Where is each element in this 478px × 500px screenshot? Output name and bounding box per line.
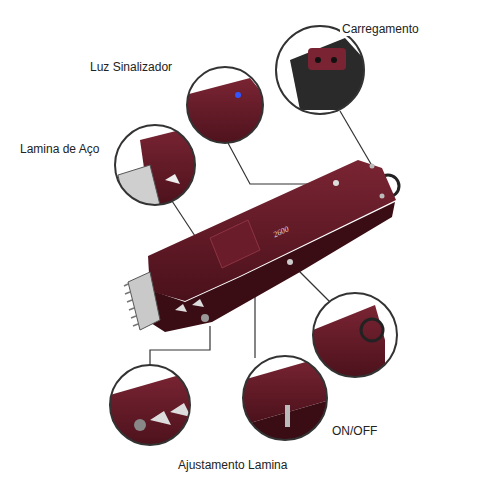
steel-blade (128, 272, 160, 330)
indicator-light (333, 180, 339, 186)
inset-circle (276, 26, 364, 114)
inset-circle (187, 67, 263, 143)
inset-detail (276, 26, 365, 114)
inset-detail (110, 365, 191, 450)
inset-detail (185, 67, 268, 150)
detail-insets (110, 26, 397, 450)
leader-line (172, 201, 195, 236)
inset-circle (115, 125, 195, 205)
inset-detail (313, 293, 397, 380)
inset-detail (115, 125, 200, 210)
inset-circle (243, 356, 327, 440)
blade-adjust-knob (201, 314, 209, 322)
part-label: Carregamento (340, 22, 421, 36)
inset-circle (313, 293, 397, 377)
leader-line (228, 143, 330, 184)
part-label: Ajustamento Lamina (176, 458, 289, 472)
screw (380, 194, 385, 199)
power-switch (287, 259, 293, 265)
blade-adjust-lever (175, 299, 204, 312)
leader-line (150, 326, 210, 365)
clipper-panel (210, 220, 260, 268)
inset-detail (243, 355, 330, 445)
screw (370, 164, 375, 169)
blade-teeth (124, 284, 138, 326)
part-label: ON/OFF (330, 424, 379, 438)
inset-circle (110, 365, 190, 445)
leader-line (254, 296, 255, 358)
part-label: Lamina de Aço (18, 142, 101, 156)
part-label: Luz Sinalizador (88, 60, 174, 74)
